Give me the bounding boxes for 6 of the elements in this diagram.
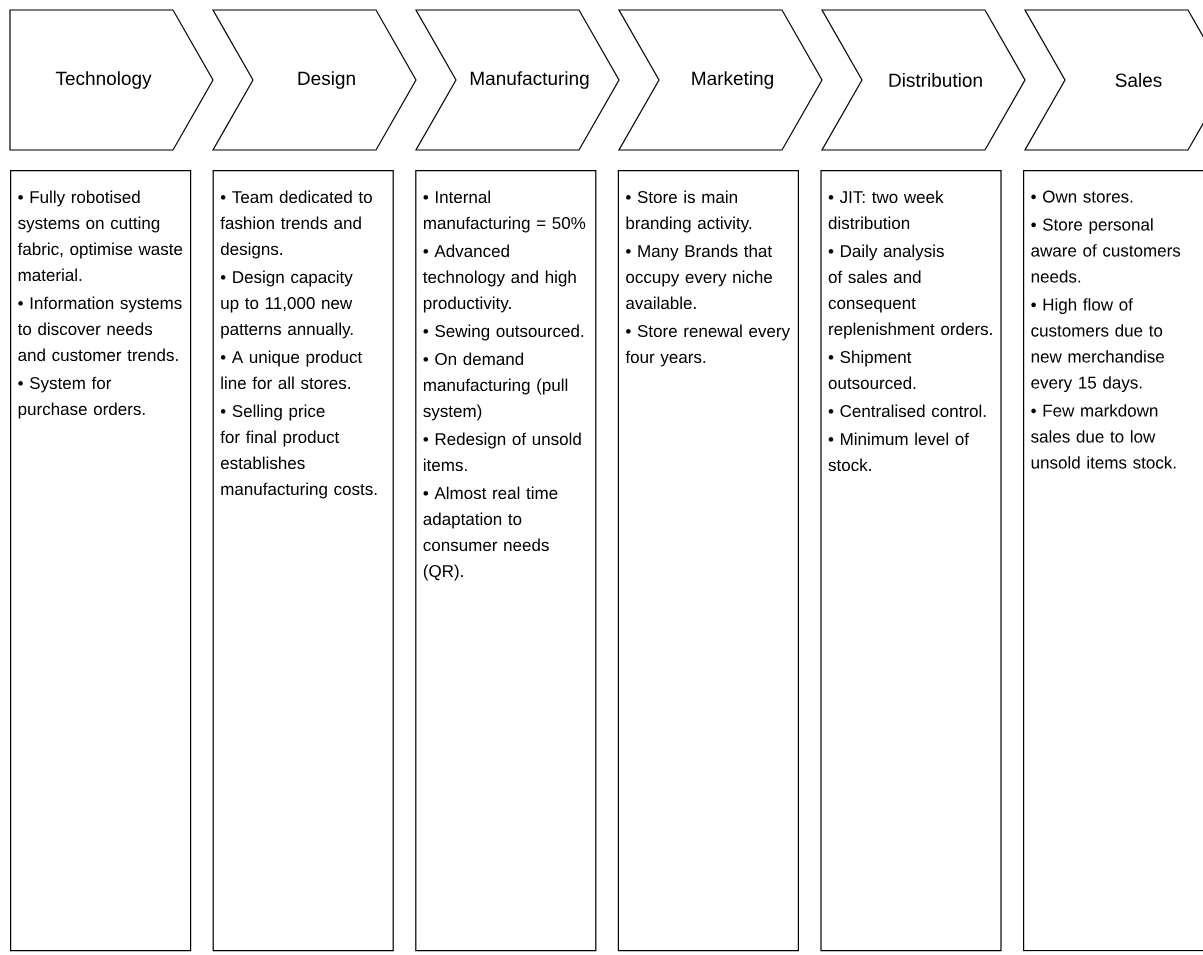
- text-box: • Own stores. • Store personal aware of customers needs. • High flow of customers due to new merchandise every 15 days. • Few markdown sales due to low unsold items stock.: [1023, 170, 1203, 952]
- text-box: • Team dedicated to fashion trends and designs. • Design capacity up to 11,000 new patterns annually. • A unique product line for all stores. • Selling price for final product establishes manufacturing costs.: [212, 170, 394, 952]
- text-box: • Internal manufacturing = 50% • Advanced technology and high productivity. • Sewing outsourced. • On demand manufacturing (pull system) • Redesign of unsold items. • Almost real time adaptation to consumer needs (QR).: [415, 170, 597, 952]
- text-box: • JIT: two week distribution • Daily analysis of sales and consequent replenishment orders. • Shipment outsourced. • Centralised control. • Minimum level of stock.: [820, 170, 1002, 952]
- text-box: • Store is main branding activity. • Many Brands that occupy every niche available. • Store renewal every four years.: [617, 170, 799, 952]
- text-box: • Fully robotised systems on cutting fabric, optimise waste material. • Information systems to discover needs and customer trends. • System for purchase orders.: [10, 170, 192, 952]
